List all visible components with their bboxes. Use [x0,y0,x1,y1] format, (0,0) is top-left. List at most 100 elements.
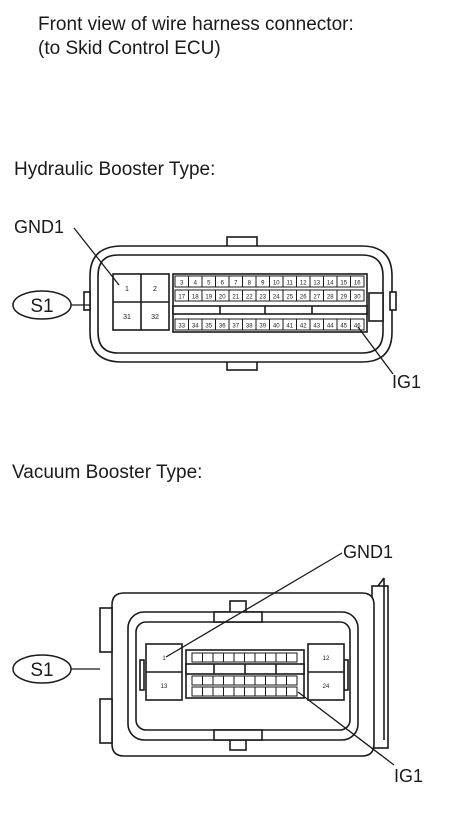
pin-cell [191,686,203,697]
hydraulic-large-pins: 1 2 31 32 [123,286,159,321]
pin-label: 4 [194,281,198,287]
pin-cell [223,675,235,686]
hydraulic-inner-cavity [97,254,384,354]
hydraulic-connector-id-badge: S1 [12,290,72,320]
pin-cell [350,289,365,302]
pin-label: 23 [259,295,266,301]
pin-label: 1 [162,656,166,662]
hydraulic-lock-tab [368,292,384,322]
pin-cell [223,652,235,663]
vacuum-ig-callout: IG1 [394,766,423,786]
pin-label: 43 [313,324,320,330]
pin-label: 17 [178,295,185,301]
pin-label: 38 [246,324,253,330]
pin-label: 27 [313,295,320,301]
pin-cell [265,686,277,697]
pin-label: 31 [123,314,131,321]
pin-label: 34 [192,324,199,330]
hydraulic-connector [83,236,397,371]
pin-label: 29 [340,295,347,301]
pin-cell [244,675,256,686]
vacuum-pin-row-2 [191,675,298,686]
pin-cell [265,652,277,663]
pin-label: 19 [205,295,212,301]
vacuum-bottom-key [213,729,263,741]
pin-cell [202,652,214,663]
pin-label: 24 [323,684,330,690]
pin-cell [254,652,266,663]
hydraulic-right-bump [389,291,397,311]
pin-cell [286,675,298,686]
vacuum-bottom-latch [229,739,247,751]
vacuum-ig-leader [297,691,395,766]
pin-label: 5 [207,281,211,287]
pin-cell [286,652,298,663]
pin-cell [233,686,245,697]
pin-label: 9 [261,281,265,287]
hydraulic-ig-leader [357,326,394,375]
pin-label: 45 [340,324,347,330]
vacuum-guide-slot [139,659,145,691]
vacuum-pin-row-1 [191,652,298,663]
pin-cell [254,675,266,686]
hydraulic-gnd-leader [73,227,120,286]
pin-cell [191,675,203,686]
pin-label: 1 [125,286,129,293]
header-line-2: (to Skid Control ECU) [38,38,221,59]
pin-label: 25 [286,295,293,301]
pin-cell [265,675,277,686]
pin-cell [286,686,298,697]
pin-label: 41 [286,324,293,330]
hydraulic-gnd-callout: GND1 [14,217,64,237]
connector-id-label: S1 [30,296,53,317]
pin-label: 21 [232,295,239,301]
vacuum-gnd-callout: GND1 [343,542,393,562]
pin-label: 39 [259,324,266,330]
pin-cell [254,686,266,697]
pin-cell [212,652,224,663]
pin-label: 12 [300,281,307,287]
pin-cell [202,686,214,697]
pin-label: 36 [219,324,226,330]
pin-cell [244,652,256,663]
pin-label: 37 [232,324,239,330]
pin-label: 13 [313,281,320,287]
pin-cell [350,318,365,331]
pin-label: 12 [323,656,330,662]
pin-cell [212,675,224,686]
hydraulic-left-bump [83,291,91,311]
pin-label: 40 [273,324,280,330]
pin-label: 2 [153,286,157,293]
pin-label: 46 [354,324,361,330]
pin-cell [275,675,287,686]
pin-cell [233,652,245,663]
pin-cell [212,686,224,697]
connector-id-label: S1 [30,660,53,681]
pin-label: 28 [327,295,334,301]
pin-label: 24 [273,295,280,301]
hydraulic-key-rail [172,305,368,315]
vacuum-block-pins: 1 13 12 24 [161,656,330,690]
hydraulic-ig-callout: IG1 [392,372,421,392]
pin-label: 35 [205,324,212,330]
vacuum-connector-id-badge: S1 [12,654,72,684]
vacuum-gnd-leader [165,552,343,658]
pin-label: 30 [354,295,361,301]
vacuum-type-label: Vacuum Booster Type: [12,462,203,483]
pin-label: 14 [327,281,334,287]
pin-label: 11 [287,281,294,287]
pin-label: 44 [327,324,334,330]
pin-cell [233,675,245,686]
pin-label: 10 [273,281,280,287]
vacuum-connector [99,577,389,757]
pin-cell [275,686,287,697]
pin-label: 13 [161,684,168,690]
pin-label: 22 [246,295,253,301]
pin-cell [191,652,203,663]
pin-label: 16 [354,281,361,287]
pin-cell [202,675,214,686]
